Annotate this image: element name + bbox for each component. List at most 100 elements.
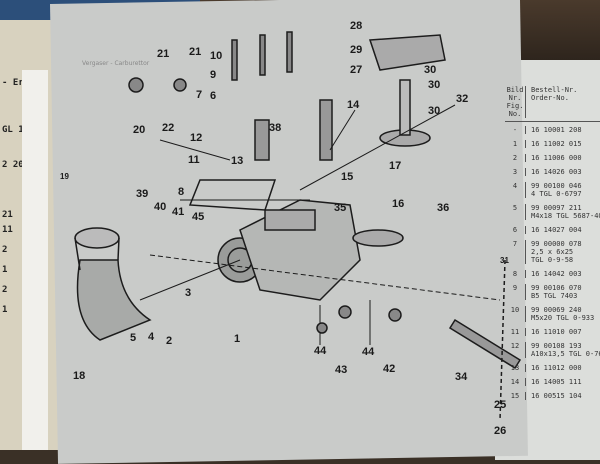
callout-label: 9 <box>210 69 217 81</box>
callout-label: 19 <box>60 172 69 181</box>
table-row: -16 10001 208 <box>505 126 600 134</box>
order-no: 16 11006 000 <box>525 154 600 162</box>
callout-label: 39 <box>136 188 149 200</box>
callout-label: 20 <box>133 124 146 136</box>
callout-label: 44 <box>362 346 375 358</box>
callout-label: 15 <box>341 171 354 183</box>
callout-label: 3 <box>185 287 192 299</box>
exploded-carburettor-diagram <box>74 31 522 421</box>
callout-label: 29 <box>350 44 363 56</box>
callout-label: 31 <box>500 256 509 265</box>
left-text: 2 <box>2 285 8 295</box>
order-no: 99 00108 193 A10x13,5 TGL 0-76 <box>525 342 600 358</box>
screws <box>128 31 402 334</box>
order-no: 99 00000 078 2,5 x 6x25 TGL 0-9-58 <box>525 240 600 264</box>
callout-label: 36 <box>437 202 450 214</box>
callout-label: 18 <box>73 370 86 382</box>
table-row: 8 16 14042 003 <box>505 270 600 278</box>
order-no: 16 14026 003 <box>525 168 600 176</box>
order-no: 16 10001 208 <box>525 126 600 134</box>
callout-label: 14 <box>347 99 360 111</box>
parts-table: Bild Nr. Fig. No. Bestell-Nr. Order-No. … <box>505 86 600 406</box>
leader-lines <box>139 104 501 345</box>
callout-label: 6 <box>210 90 217 102</box>
table-row: 15 16 00515 104 <box>505 392 600 400</box>
table-header: Bild Nr. Fig. No. Bestell-Nr. Order-No. <box>505 86 600 122</box>
callout-label: 38 <box>269 122 282 134</box>
callout-label: 12 <box>190 132 203 144</box>
fig-no: 9 <box>512 284 518 292</box>
table-row: 4 99 00100 046 4 TGL 0-6797 <box>505 182 600 198</box>
fig-no: 8 <box>512 270 518 278</box>
fig-no: 11 <box>510 328 520 336</box>
order-no: 16 14042 003 <box>525 270 600 278</box>
left-text: 1 <box>2 305 8 315</box>
callout-label: 27 <box>350 64 363 76</box>
order-no: 99 00100 046 4 TGL 0-6797 <box>525 182 600 198</box>
callout-label: 8 <box>178 186 185 198</box>
callout-label: 42 <box>383 363 396 375</box>
callout-label: 11 <box>188 154 200 166</box>
table-row: 5 99 00097 211 M4x18 TGL 5687-40 <box>505 204 600 220</box>
gasket <box>188 179 404 247</box>
callout-label: 10 <box>210 50 223 62</box>
page-edge <box>22 70 48 450</box>
intake-elbow <box>74 227 152 341</box>
callout-label: 40 <box>154 201 167 213</box>
order-no: 99 00097 211 M4x18 TGL 5687-40 <box>525 204 600 220</box>
callout-label: 2 <box>166 335 173 347</box>
fig-no: 4 <box>512 182 518 190</box>
callout-label: 22 <box>162 122 175 134</box>
left-text: 1 <box>2 265 8 275</box>
table-row: 12 99 00108 193 A10x13,5 TGL 0-76 <box>505 342 600 358</box>
throttle-lever <box>448 259 522 421</box>
header-order-no: Bestell-Nr. Order-No. <box>525 86 600 118</box>
callout-label: 35 <box>334 202 347 214</box>
callout-label: 28 <box>350 20 363 32</box>
left-text: - Er <box>2 78 24 88</box>
callout-label: 17 <box>389 160 402 172</box>
fig-no: 10 <box>510 306 520 314</box>
order-no: 16 11002 015 <box>525 140 600 148</box>
callout-label: 30 <box>428 79 441 91</box>
callout-label: 16 <box>392 198 405 210</box>
table-row: 13 16 11012 000 <box>505 364 600 372</box>
fig-no: 12 <box>510 342 520 350</box>
callout-label: 25 <box>494 399 507 411</box>
left-text: 21 <box>2 210 13 220</box>
callout-label: 5 <box>130 332 137 344</box>
callout-label: 4 <box>148 331 155 343</box>
fig-no: 6 <box>512 226 518 234</box>
carburettor-body <box>217 199 361 301</box>
callout-label: 13 <box>231 155 244 167</box>
table-row: 11 16 11010 007 <box>505 328 600 336</box>
callout-label: 26 <box>494 425 507 437</box>
fig-no: 7 <box>512 240 518 248</box>
order-no: 16 11010 007 <box>525 328 600 336</box>
callout-label: 7 <box>196 89 203 101</box>
left-text: 11 <box>2 225 13 235</box>
left-text: 2 <box>2 245 8 255</box>
fig-no: - <box>512 126 518 134</box>
fig-no: 5 <box>512 204 518 212</box>
fig-no: 15 <box>510 392 520 400</box>
left-text: GL 11 <box>2 125 30 135</box>
order-no: 16 14005 111 <box>525 378 600 386</box>
fig-no: 13 <box>510 364 520 372</box>
left-text: 2 20 <box>2 160 24 170</box>
fig-no: 1 <box>512 140 518 148</box>
needle-valve <box>254 99 333 161</box>
order-no: 16 11012 000 <box>525 364 600 372</box>
callout-label: 41 <box>172 206 185 218</box>
callout-label: 21 <box>189 46 202 58</box>
callout-label: 45 <box>192 211 205 223</box>
order-no: 16 00515 104 <box>525 392 600 400</box>
page-header: Vergaser - Carburettor <box>82 60 150 67</box>
callout-label: 44 <box>314 345 327 357</box>
callout-label: 30 <box>428 105 441 117</box>
